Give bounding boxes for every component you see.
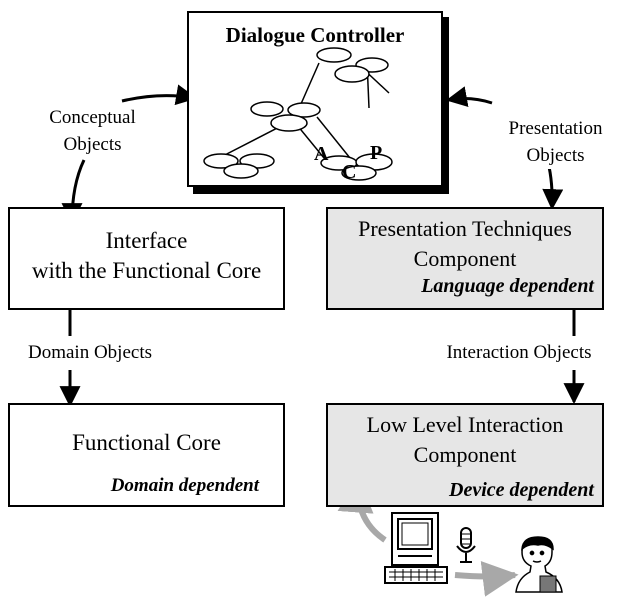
node-label-p: P xyxy=(370,142,383,164)
presentation-techniques-box: Presentation Techniques Component Langua… xyxy=(326,207,604,310)
tree-node xyxy=(316,47,352,63)
tree-node xyxy=(287,102,321,118)
arrow-presentation-to-controller xyxy=(445,86,493,107)
tree-node xyxy=(223,163,259,179)
presentation-subtitle: Language dependent xyxy=(421,275,594,297)
presentation-line1: Presentation Techniques xyxy=(358,216,572,241)
arrow-conceptual-to-controller xyxy=(121,84,198,106)
node-label-a: A xyxy=(314,143,329,165)
tree-node xyxy=(250,101,284,117)
interface-functional-core-box: Interface with the Functional Core xyxy=(8,207,285,310)
node-label-c: C xyxy=(342,161,357,183)
gray-arrow-to-user xyxy=(454,560,519,597)
domain-objects-label: Domain Objects xyxy=(15,342,165,364)
presentation-line2: Component xyxy=(413,246,517,271)
tree-node xyxy=(341,165,377,181)
conceptual-objects-label: Conceptual Objects xyxy=(30,104,155,158)
dialogue-controller-title: Dialogue Controller xyxy=(225,23,405,47)
dialogue-controller-box: Dialogue Controller A P C xyxy=(187,11,443,187)
interface-line2: with the Functional Core xyxy=(31,258,262,283)
dialogue-tree xyxy=(203,47,393,181)
low-level-subtitle: Device dependent xyxy=(449,479,594,501)
functional-core-title: Functional Core xyxy=(72,430,221,455)
tree-node xyxy=(334,65,370,83)
low-level-line2: Component xyxy=(413,442,517,467)
low-level-line1: Low Level Interaction xyxy=(366,412,564,437)
functional-core-box: Functional Core Domain dependent xyxy=(8,403,285,507)
low-level-interaction-box: Low Level Interaction Component Device d… xyxy=(326,403,604,507)
tree-node xyxy=(270,114,308,132)
interaction-objects-label: Interaction Objects xyxy=(420,342,618,364)
presentation-objects-label: Presentation Objects xyxy=(488,115,618,169)
interface-line1: Interface xyxy=(105,228,188,253)
tree-node xyxy=(203,153,239,169)
functional-core-subtitle: Domain dependent xyxy=(110,475,259,496)
